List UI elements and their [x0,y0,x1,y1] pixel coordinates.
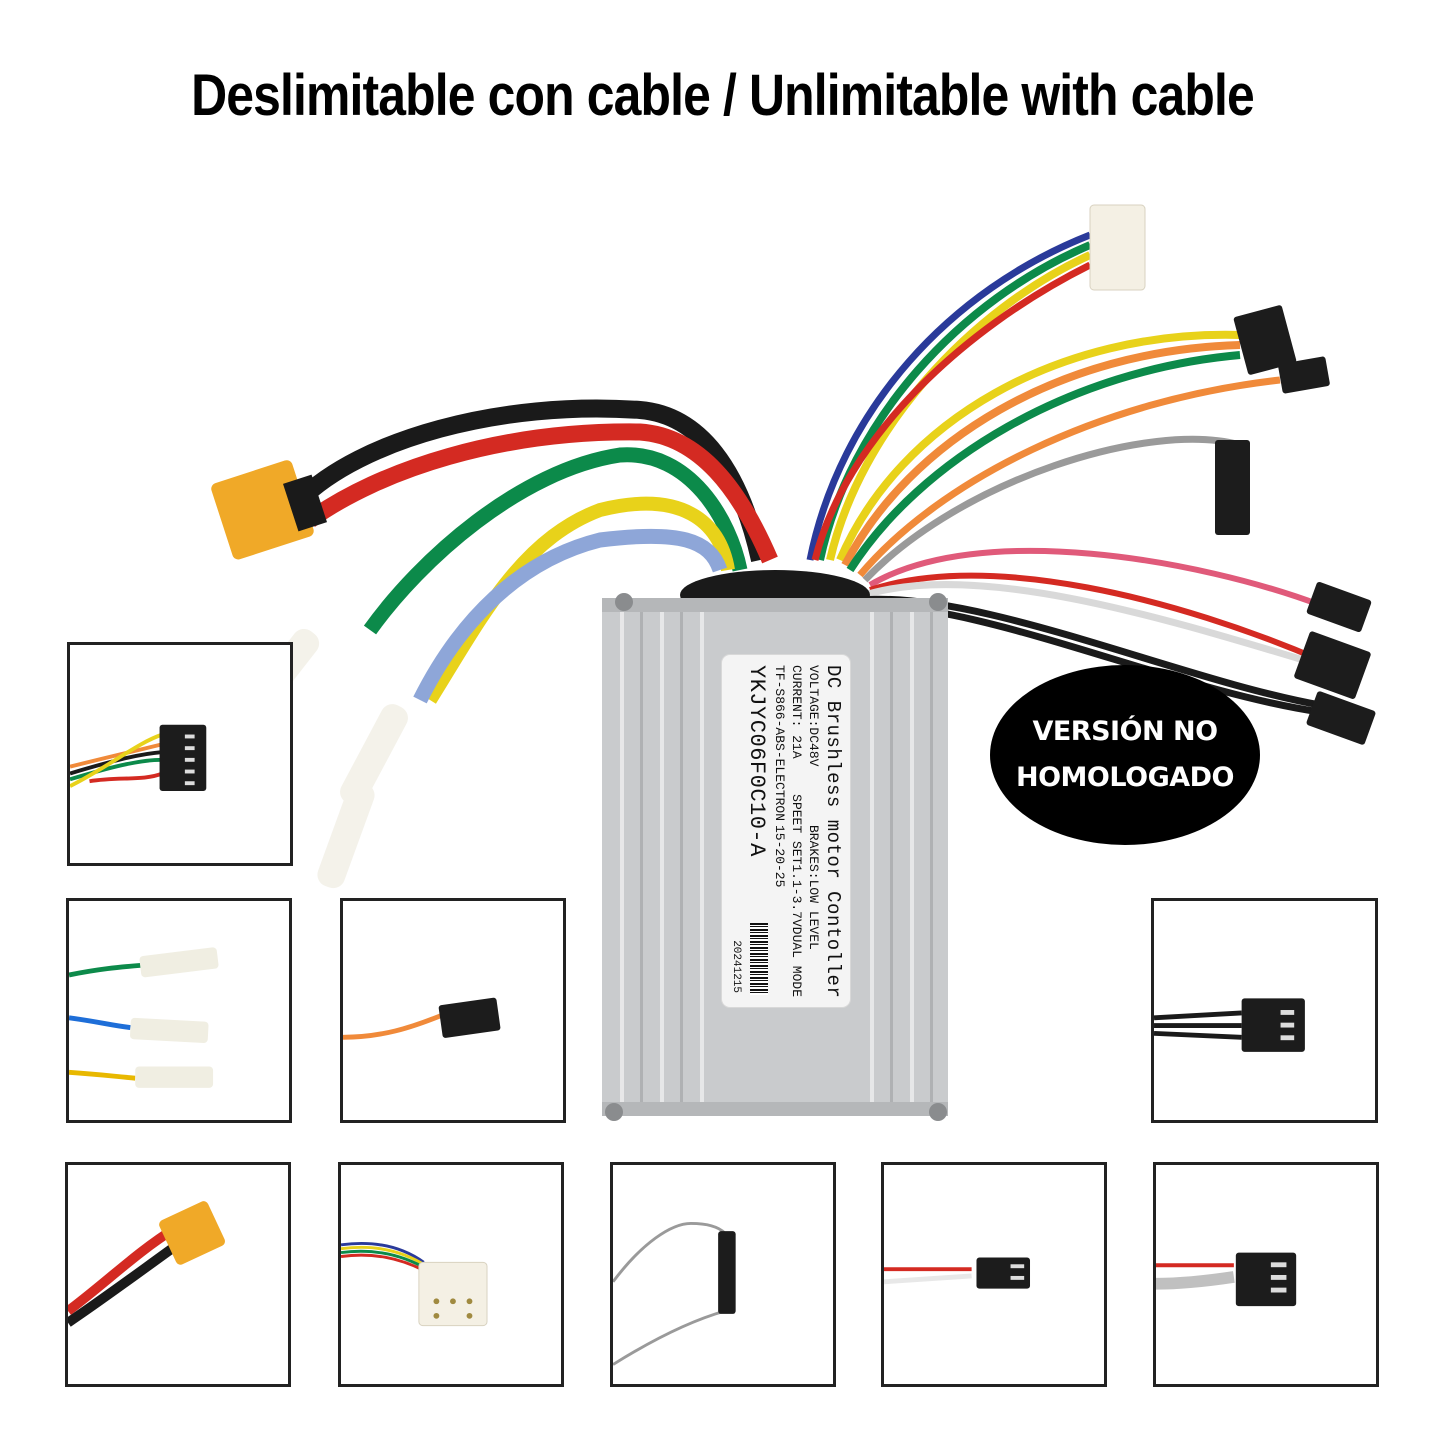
inset-grey-inline-connector [610,1162,836,1387]
label-date: 20241215 [730,940,742,993]
badge-line1: VERSIÓN NO [1032,716,1218,747]
badge-line2: HOMOLOGADO [1016,762,1235,793]
xt60-connector [211,460,327,560]
inset-three-pin-black [1151,898,1378,1123]
inset-white-6pin-connector [338,1162,564,1387]
white-6pin-connector [1089,204,1146,291]
inset-orange-connector [340,898,566,1123]
inset-two-pin-red-white [881,1162,1107,1387]
inset-multi-pin-connector [67,642,293,866]
label-speed-set: SPEET SET1.1-3.7VDUAL MODE [789,794,804,997]
inset-bullet-terminals [66,898,292,1123]
label-current: CURRENT: 21A [789,665,804,759]
not-homologated-badge: VERSIÓN NO HOMOLOGADO [990,665,1260,845]
label-brakes: BRAKES:LOW LEVEL [806,825,821,950]
barcode [750,923,768,995]
label-part: TF-S866-ABS-ELECTRON [772,665,787,822]
label-speed-values: 15-20-25 [772,825,787,888]
controller-spec-label: DC Brushless motor Contoller VOLTAGE:DC4… [722,655,850,1007]
label-title: DC Brushless motor Contoller [822,665,844,999]
label-voltage: VOLTAGE:DC48V [806,665,821,767]
inset-three-pin-red-grey [1153,1162,1379,1387]
inset-xt60-connector [65,1162,291,1387]
page-title: Deslimitable con cable / Unlimitable wit… [191,63,1255,128]
five-pin-connector-icon [159,724,207,791]
